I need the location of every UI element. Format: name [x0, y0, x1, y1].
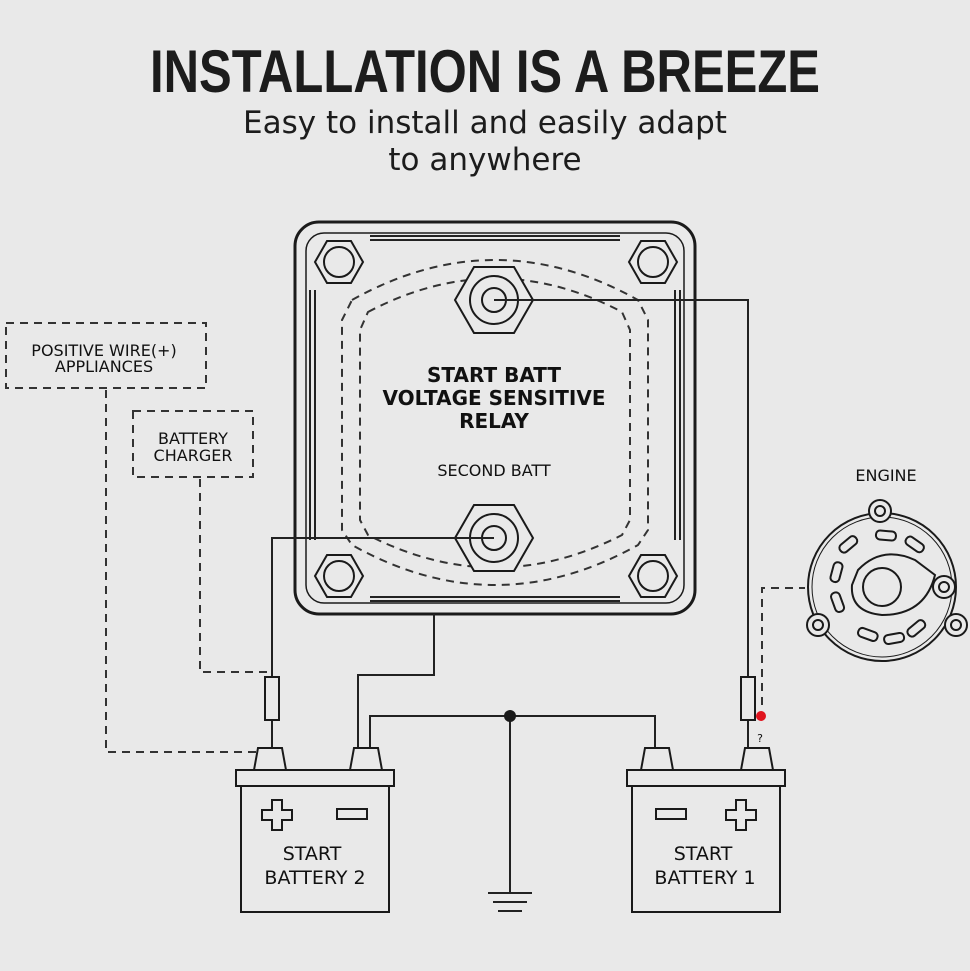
subtitle-line-2: to anywhere	[388, 142, 581, 178]
battery-charger-box: BATTERY CHARGER	[132, 410, 254, 478]
corner-bolt-bottom-left	[313, 554, 365, 598]
subtitle-line-1: Easy to install and easily adapt	[243, 105, 727, 141]
relay-unit: START BATT VOLTAGE SENSITIVE RELAY SECON…	[293, 220, 697, 616]
corner-bolt-top-right	[627, 240, 679, 284]
marker-dot	[756, 711, 766, 721]
second-batt-wire	[271, 537, 494, 678]
battery-charger-label-line-1: BATTERY	[158, 429, 228, 448]
engine-dashed-wire	[761, 587, 805, 705]
battery-charger-label-line-2: CHARGER	[154, 446, 233, 465]
ground-symbol	[488, 892, 532, 912]
appliances-dashed-wire	[105, 390, 258, 753]
fuse-battery1	[740, 676, 756, 721]
relay-ground-wire	[357, 614, 435, 750]
positive-wire-label-line-2: APPLIANCES	[55, 357, 153, 376]
start-battery-2: START BATTERY 2	[235, 747, 395, 913]
corner-bolt-top-left	[313, 240, 365, 284]
marker-label: ?	[757, 732, 763, 745]
second-batt-label: SECOND BATT	[437, 461, 551, 480]
junction-dot	[504, 710, 516, 722]
start-battery-1: START BATTERY 1	[626, 747, 786, 913]
battery2-label-line-1: START	[283, 843, 342, 865]
charger-dashed-wire	[199, 479, 268, 673]
minus-icon	[655, 808, 687, 820]
engine: ENGINE	[806, 466, 968, 662]
battery2-label-line-2: BATTERY 2	[264, 867, 365, 889]
page-title: INSTALLATION IS A BREEZE	[150, 38, 820, 105]
positive-wire-label-line-1: POSITIVE WIRE(+)	[31, 341, 176, 360]
battery1-label-line-1: START	[674, 843, 733, 865]
relay-label-line-2: VOLTAGE SENSITIVE	[382, 386, 605, 410]
engine-label: ENGINE	[855, 466, 916, 485]
plus-icon	[261, 799, 293, 831]
plus-icon	[725, 799, 757, 831]
relay-label-line-3: RELAY	[459, 409, 529, 433]
corner-bolt-bottom-right	[627, 554, 679, 598]
minus-icon	[336, 808, 368, 820]
fuse-battery2	[264, 676, 280, 721]
battery1-label-line-2: BATTERY 1	[654, 867, 755, 889]
relay-label-line-1: START BATT	[427, 363, 561, 387]
start-batt-wire	[494, 299, 749, 678]
positive-wire-box: POSITIVE WIRE(+) APPLIANCES	[5, 322, 207, 389]
